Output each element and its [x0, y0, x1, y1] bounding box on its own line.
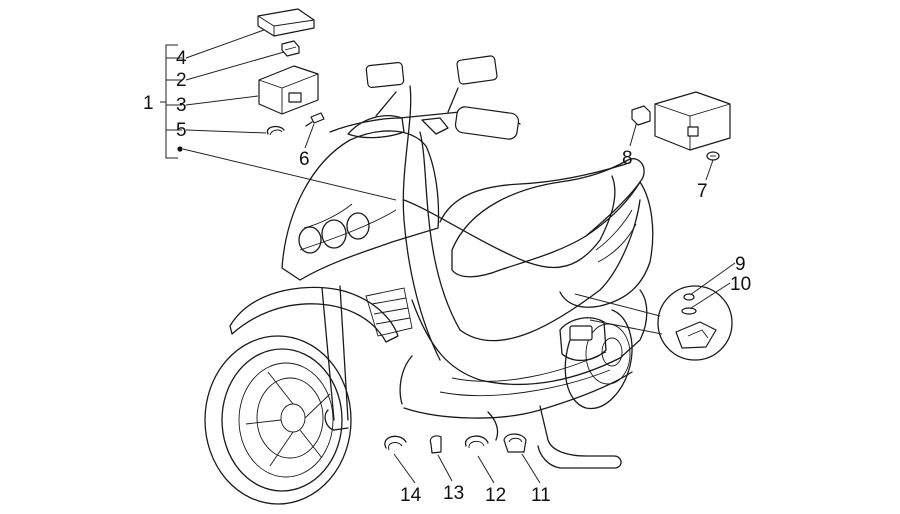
rear-wheel	[564, 309, 633, 410]
cable-clip-12	[464, 435, 489, 449]
relay	[631, 105, 651, 126]
cable-clip-5	[266, 125, 285, 136]
leader-lines	[182, 29, 736, 484]
callout-4: 4	[176, 48, 187, 69]
callout-14: 14	[400, 485, 422, 506]
seat	[451, 158, 645, 278]
callout-9: 9	[735, 254, 746, 275]
mirror-right	[447, 55, 498, 113]
callout-10: 10	[730, 274, 751, 295]
mirror-left	[365, 61, 405, 117]
callout-8: 8	[622, 148, 633, 169]
engine	[559, 317, 607, 361]
front-fork	[321, 285, 349, 431]
lower-body	[399, 355, 633, 419]
callout-3: 3	[176, 95, 187, 116]
callout-7: 7	[697, 181, 708, 202]
scooter	[204, 55, 654, 505]
front-fender	[229, 286, 399, 343]
callout-13: 13	[443, 483, 464, 504]
brake-disc	[256, 377, 324, 459]
washer-10	[681, 307, 697, 315]
cable-clip-11	[503, 433, 527, 453]
headlight-center	[321, 219, 347, 249]
cable-clip-13	[429, 435, 442, 454]
screw-6	[305, 112, 325, 127]
wiring-harness	[402, 85, 641, 361]
callout-6: 6	[299, 149, 310, 170]
callout-1: 1	[143, 93, 154, 114]
bullet-dot	[177, 146, 183, 152]
front-wheel	[204, 335, 352, 505]
fuse	[281, 40, 300, 57]
front-grille	[365, 287, 413, 337]
relay-holder	[654, 91, 731, 151]
callout-2: 2	[176, 70, 187, 91]
battery-block	[569, 325, 593, 341]
front-shield	[281, 130, 440, 281]
cable-clip-14	[384, 435, 407, 451]
group-bracket	[160, 44, 183, 159]
center-stand	[487, 405, 622, 469]
floorboard	[411, 289, 648, 386]
ground-terminal	[675, 321, 717, 349]
callout-12: 12	[485, 485, 506, 506]
detail-inset	[574, 285, 733, 361]
screw-7	[706, 151, 720, 161]
rear-body	[559, 181, 654, 308]
handlebar	[329, 106, 521, 140]
fuse-box-cover	[257, 8, 315, 37]
callout-5: 5	[176, 120, 187, 141]
nut-9	[683, 293, 695, 301]
callout-11: 11	[531, 485, 551, 506]
headlight-left	[298, 226, 322, 254]
fuse-box	[258, 65, 319, 115]
headlight-right	[346, 212, 370, 240]
